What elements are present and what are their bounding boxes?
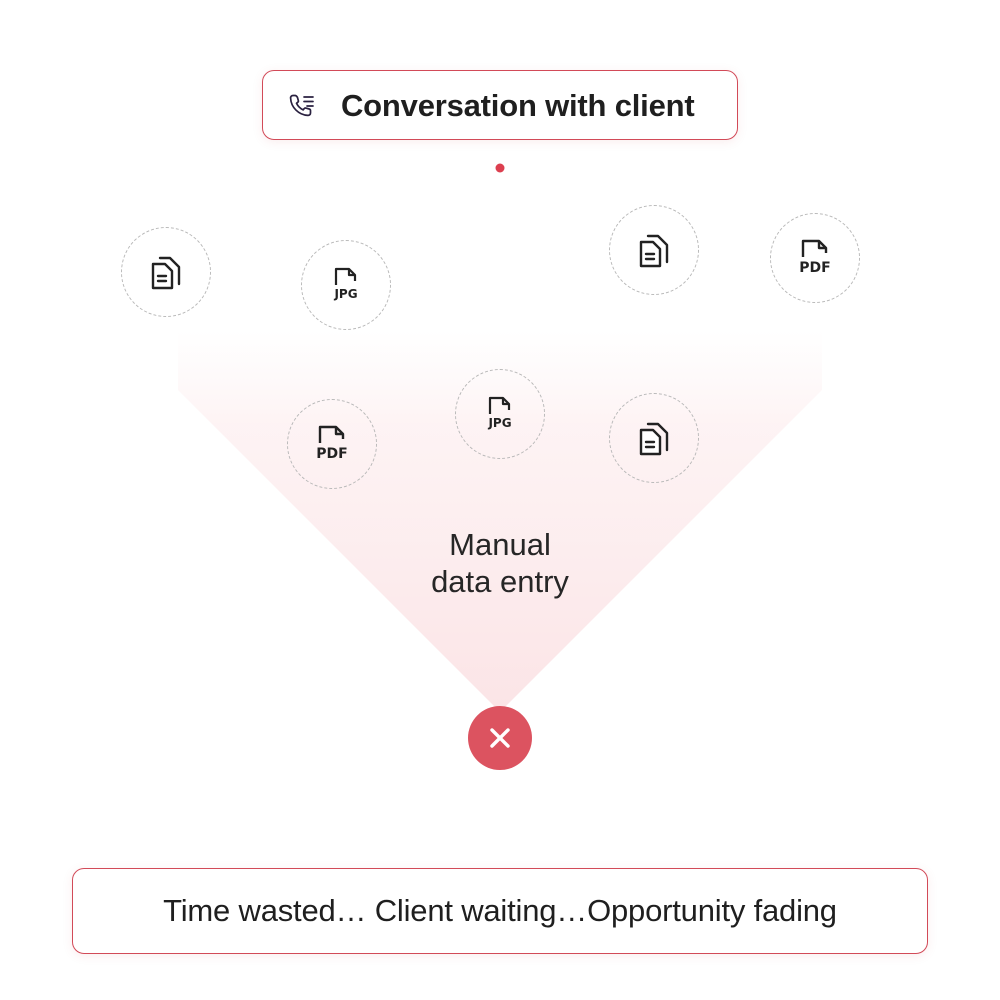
pdf-label: PDF: [799, 260, 830, 276]
file-jpg-1: JPG: [301, 240, 391, 330]
file-pdf-1: PDF: [770, 213, 860, 303]
file-document-2: [609, 205, 699, 295]
file-jpg-2: JPG: [455, 369, 545, 459]
document-copy-icon: [639, 234, 669, 268]
phone-call-icon: [289, 94, 314, 117]
close-icon: [490, 728, 510, 748]
pdf-label: PDF: [316, 446, 347, 462]
jpg-file-icon: JPG: [487, 396, 512, 430]
document-copy-icon: [639, 422, 669, 456]
manual-data-entry-label: Manual data entry: [370, 526, 630, 600]
conversation-header-box: Conversation with client: [262, 70, 738, 140]
document-copy-icon: [151, 256, 181, 290]
file-document-3: [609, 393, 699, 483]
center-label-line-1: Manual: [449, 527, 551, 562]
connector-dot: [495, 163, 505, 173]
failure-marker: [468, 706, 532, 770]
conversation-title: Conversation with client: [341, 88, 695, 123]
jpg-label: JPG: [487, 416, 511, 430]
pdf-file-icon: PDF: [316, 425, 348, 462]
file-document-1: [121, 227, 211, 317]
file-pdf-2: PDF: [287, 399, 377, 489]
outcome-text: Time wasted… Client waiting…Opportunity …: [163, 893, 837, 928]
center-label-line-2: data entry: [431, 564, 569, 599]
jpg-file-icon: JPG: [333, 267, 358, 301]
jpg-label: JPG: [333, 287, 357, 301]
pdf-file-icon: PDF: [799, 239, 831, 276]
outcome-box: Time wasted… Client waiting…Opportunity …: [72, 868, 928, 954]
